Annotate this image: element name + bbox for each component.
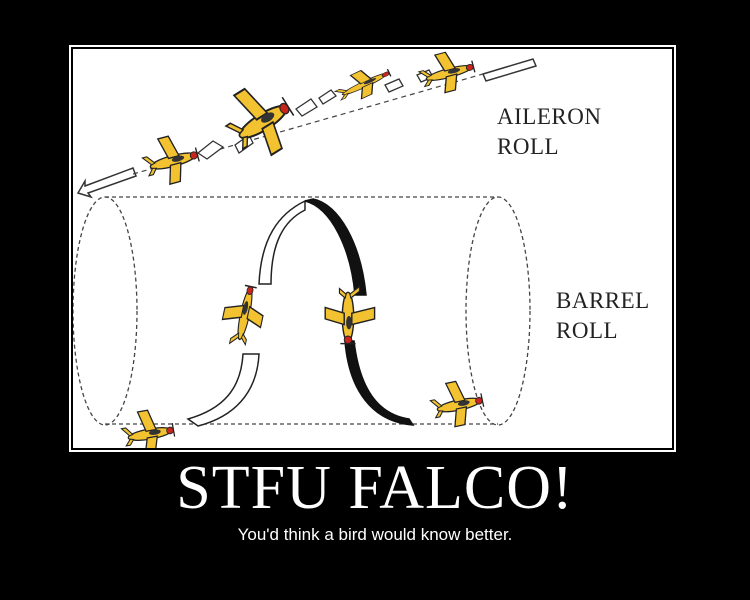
poster-subtitle: You'd think a bird would know better. bbox=[237, 525, 513, 544]
barrel-label-line1: BARREL bbox=[556, 288, 650, 313]
barrel-plane-top bbox=[324, 285, 376, 345]
diagram-image: AILERON ROLL BARREL ROLL bbox=[73, 49, 672, 448]
aileron-plane-3 bbox=[330, 59, 395, 109]
barrel-ribbon-entry bbox=[186, 353, 260, 427]
aileron-plane-1 bbox=[137, 129, 204, 190]
roll-diagram bbox=[73, 49, 538, 448]
aileron-exit-arrow bbox=[481, 58, 538, 82]
barrel-plane-entry bbox=[118, 405, 178, 448]
barrel-ribbon-top bbox=[304, 198, 367, 296]
aileron-plane-4 bbox=[415, 49, 479, 99]
barrel-roll-diagram bbox=[73, 196, 531, 448]
barrel-ribbon-fall bbox=[344, 340, 415, 426]
aileron-roll-label: AILERON ROLL bbox=[497, 102, 601, 162]
aileron-label-line2: ROLL bbox=[497, 134, 560, 159]
poster-frame: AILERON ROLL BARREL ROLL bbox=[69, 45, 676, 452]
barrel-ribbon-rise bbox=[258, 199, 306, 285]
barrel-left-end bbox=[73, 196, 138, 426]
aileron-flight-path bbox=[132, 73, 484, 175]
aileron-roll-diagram bbox=[76, 49, 538, 199]
barrel-plane-rise bbox=[217, 281, 270, 350]
barrel-label-line2: ROLL bbox=[556, 318, 619, 343]
aileron-entry-arrow bbox=[76, 167, 137, 199]
aileron-label-line1: AILERON bbox=[497, 104, 602, 129]
poster-title: STFU FALCO! bbox=[176, 454, 574, 522]
aileron-plane-2 bbox=[213, 73, 307, 169]
barrel-roll-label: BARREL ROLL bbox=[556, 286, 650, 346]
barrel-right-end bbox=[465, 196, 531, 426]
aileron-ribbon bbox=[196, 69, 434, 160]
barrel-plane-exit bbox=[426, 376, 488, 432]
